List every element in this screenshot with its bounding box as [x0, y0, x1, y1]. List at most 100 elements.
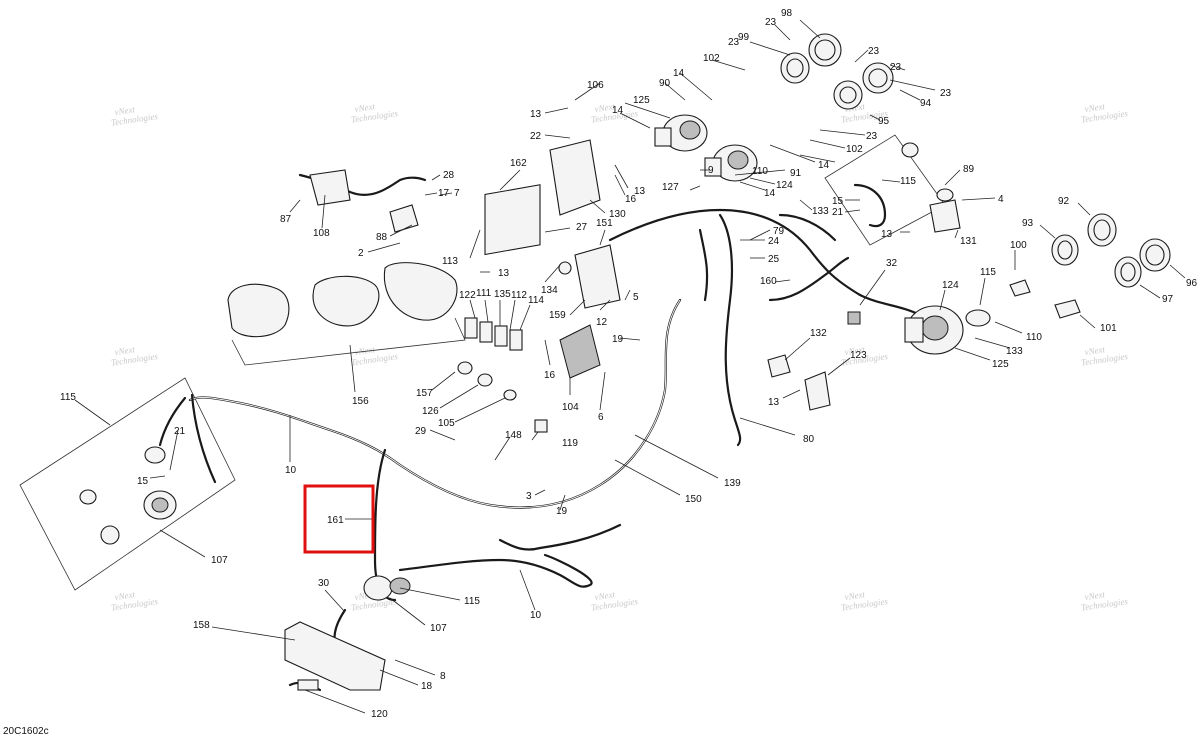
- callout-94[interactable]: 94: [920, 98, 932, 109]
- callout-134[interactable]: 134: [541, 285, 558, 296]
- callout-28[interactable]: 28: [443, 170, 455, 181]
- callout-125[interactable]: 125: [992, 359, 1009, 370]
- callout-157[interactable]: 157: [416, 388, 433, 399]
- callout-87[interactable]: 87: [280, 214, 292, 225]
- callout-148[interactable]: 148: [505, 430, 522, 441]
- callout-7[interactable]: 7: [454, 188, 460, 199]
- callout-8[interactable]: 8: [440, 671, 446, 682]
- callout-93[interactable]: 93: [1022, 218, 1034, 229]
- callout-150[interactable]: 150: [685, 494, 702, 505]
- callout-88[interactable]: 88: [376, 232, 388, 243]
- callout-29[interactable]: 29: [415, 426, 427, 437]
- callout-127[interactable]: 127: [662, 182, 679, 193]
- callout-131[interactable]: 131: [960, 236, 977, 247]
- callout-151[interactable]: 151: [596, 218, 613, 229]
- callout-13[interactable]: 13: [768, 397, 780, 408]
- callout-133[interactable]: 133: [1006, 346, 1023, 357]
- callout-15[interactable]: 15: [832, 196, 844, 207]
- callout-99[interactable]: 99: [738, 32, 750, 43]
- callout-6[interactable]: 6: [598, 412, 604, 423]
- callout-139[interactable]: 139: [724, 478, 741, 489]
- callout-9[interactable]: 9: [708, 165, 714, 176]
- callout-5[interactable]: 5: [633, 292, 639, 303]
- callout-27[interactable]: 27: [576, 222, 588, 233]
- callout-111[interactable]: 111: [476, 288, 492, 299]
- callout-108[interactable]: 108: [313, 228, 330, 239]
- callout-23[interactable]: 23: [866, 131, 878, 142]
- callout-102[interactable]: 102: [846, 144, 863, 155]
- callout-80[interactable]: 80: [803, 434, 815, 445]
- callout-19[interactable]: 19: [612, 334, 624, 345]
- callout-4[interactable]: 4: [998, 194, 1004, 205]
- callout-14[interactable]: 14: [818, 160, 830, 171]
- callout-133[interactable]: 133: [812, 206, 829, 217]
- callout-12[interactable]: 12: [596, 317, 608, 328]
- callout-95[interactable]: 95: [878, 116, 890, 127]
- callout-23[interactable]: 23: [765, 17, 777, 28]
- callout-100[interactable]: 100: [1010, 240, 1027, 251]
- callout-32[interactable]: 32: [886, 258, 898, 269]
- callout-15[interactable]: 15: [137, 476, 149, 487]
- callout-13[interactable]: 13: [881, 229, 893, 240]
- callout-21[interactable]: 21: [832, 207, 844, 218]
- callout-115[interactable]: 115: [980, 267, 996, 278]
- callout-101[interactable]: 101: [1100, 323, 1117, 334]
- callout-104[interactable]: 104: [562, 402, 579, 413]
- callout-114[interactable]: 114: [528, 295, 544, 306]
- callout-79[interactable]: 79: [773, 226, 785, 237]
- callout-160[interactable]: 160: [760, 276, 777, 287]
- callout-110[interactable]: 110: [1026, 332, 1042, 343]
- callout-23[interactable]: 23: [868, 46, 880, 57]
- callout-23[interactable]: 23: [728, 37, 740, 48]
- callout-14[interactable]: 14: [673, 68, 685, 79]
- callout-92[interactable]: 92: [1058, 196, 1070, 207]
- callout-91[interactable]: 91: [790, 168, 802, 179]
- callout-124[interactable]: 124: [942, 280, 959, 291]
- callout-156[interactable]: 156: [352, 396, 369, 407]
- callout-162[interactable]: 162: [510, 158, 527, 169]
- callout-10[interactable]: 10: [285, 465, 297, 476]
- callout-18[interactable]: 18: [421, 681, 433, 692]
- callout-113[interactable]: 113: [442, 256, 458, 267]
- callout-112[interactable]: 112: [511, 290, 527, 301]
- callout-115[interactable]: 115: [900, 176, 916, 187]
- callout-3[interactable]: 3: [526, 491, 532, 502]
- callout-106[interactable]: 106: [587, 80, 604, 91]
- callout-17[interactable]: 17: [438, 188, 450, 199]
- callout-90[interactable]: 90: [659, 78, 671, 89]
- callout-125[interactable]: 125: [633, 95, 650, 106]
- callout-115[interactable]: 115: [464, 596, 480, 607]
- callout-25[interactable]: 25: [768, 254, 780, 265]
- callout-16[interactable]: 16: [625, 194, 637, 205]
- callout-119[interactable]: 119: [562, 438, 578, 449]
- callout-97[interactable]: 97: [1162, 294, 1174, 305]
- callout-24[interactable]: 24: [768, 236, 780, 247]
- callout-158[interactable]: 158: [193, 620, 210, 631]
- callout-161[interactable]: 161: [327, 515, 344, 526]
- callout-13[interactable]: 13: [530, 109, 542, 120]
- callout-96[interactable]: 96: [1186, 278, 1198, 289]
- callout-98[interactable]: 98: [781, 8, 793, 19]
- callout-23[interactable]: 23: [890, 62, 902, 73]
- callout-123[interactable]: 123: [850, 350, 867, 361]
- callout-14[interactable]: 14: [764, 188, 776, 199]
- callout-21[interactable]: 21: [174, 426, 186, 437]
- callout-130[interactable]: 130: [609, 209, 626, 220]
- callout-10[interactable]: 10: [530, 610, 542, 621]
- callout-159[interactable]: 159: [549, 310, 566, 321]
- callout-13[interactable]: 13: [634, 186, 646, 197]
- callout-19[interactable]: 19: [556, 506, 568, 517]
- callout-14[interactable]: 14: [612, 105, 624, 116]
- callout-132[interactable]: 132: [810, 328, 827, 339]
- callout-30[interactable]: 30: [318, 578, 330, 589]
- callout-13[interactable]: 13: [498, 268, 510, 279]
- callout-115[interactable]: 115: [60, 392, 76, 403]
- callout-135[interactable]: 135: [494, 289, 511, 300]
- callout-124[interactable]: 124: [776, 180, 793, 191]
- callout-120[interactable]: 120: [371, 709, 388, 720]
- callout-102[interactable]: 102: [703, 53, 720, 64]
- callout-126[interactable]: 126: [422, 406, 439, 417]
- callout-2[interactable]: 2: [358, 248, 364, 259]
- callout-22[interactable]: 22: [530, 131, 542, 142]
- callout-105[interactable]: 105: [438, 418, 455, 429]
